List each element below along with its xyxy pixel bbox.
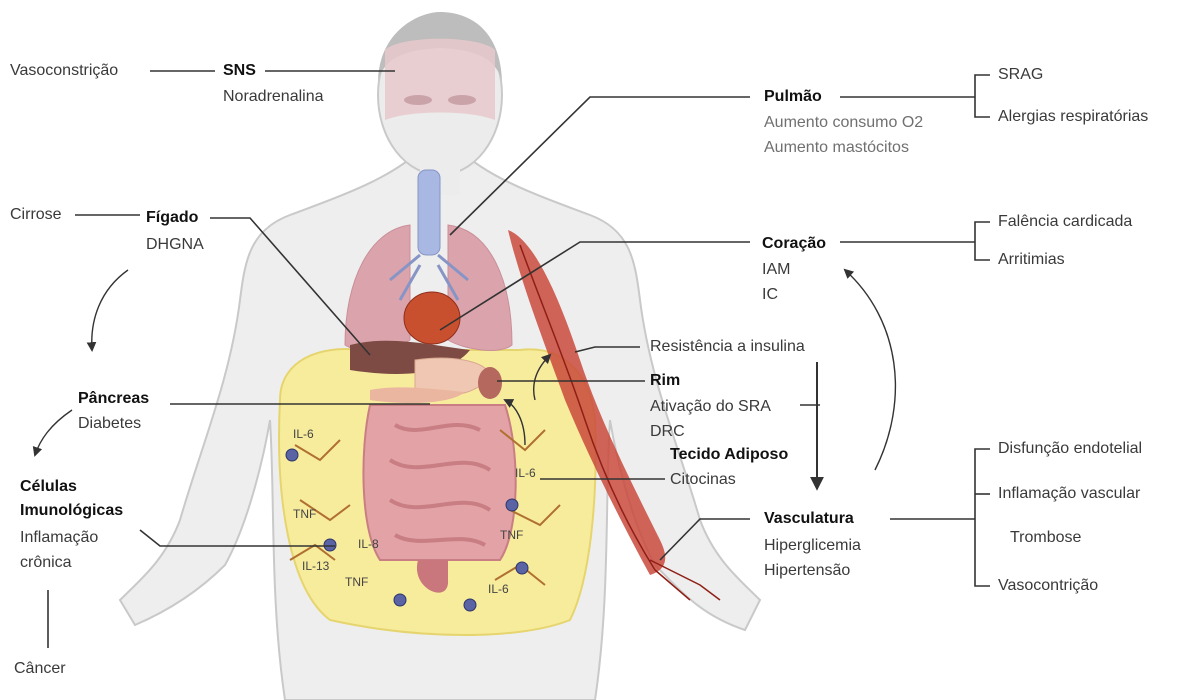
label-cancer: Câncer <box>14 658 66 680</box>
label-sns-title: SNS <box>223 60 256 82</box>
label-sns-sub: Noradrenalina <box>223 86 324 108</box>
label-cirrose: Cirrose <box>10 204 62 226</box>
label-vasculatura-title: Vasculatura <box>764 508 854 530</box>
label-trombose: Trombose <box>1010 527 1081 549</box>
label-pulmao-sub2: Aumento mastócitos <box>764 137 909 159</box>
label-vasculatura-sub1: Hiperglicemia <box>764 535 861 557</box>
label-srag: SRAG <box>998 64 1043 86</box>
label-inflamacao-vascular: Inflamação vascular <box>998 483 1140 505</box>
label-disfuncao-endotelial: Disfunção endotelial <box>998 438 1142 460</box>
label-pulmao-title: Pulmão <box>764 86 822 108</box>
label-pulmao-sub1: Aumento consumo O2 <box>764 112 923 134</box>
label-coracao-title: Coração <box>762 233 826 255</box>
label-tecido-adiposo-sub: Citocinas <box>670 469 736 491</box>
label-rim-title: Rim <box>650 370 680 392</box>
label-celulas-title1: Células <box>20 476 77 498</box>
label-arritimias: Arritimias <box>998 249 1065 271</box>
label-celulas-sub2: crônica <box>20 552 72 574</box>
label-celulas-title2: Imunológicas <box>20 500 123 522</box>
label-figado-title: Fígado <box>146 207 198 229</box>
label-vasoconstricao: Vasoconstrição <box>10 60 118 82</box>
label-coracao-sub1: IAM <box>762 259 790 281</box>
label-resistencia-insulina: Resistência a insulina <box>650 336 805 358</box>
label-pancreas-title: Pâncreas <box>78 388 149 410</box>
label-pancreas-sub: Diabetes <box>78 413 141 435</box>
label-figado-sub: DHGNA <box>146 234 204 256</box>
label-alergias: Alergias respiratórias <box>998 106 1148 128</box>
label-coracao-sub2: IC <box>762 284 778 306</box>
label-rim-sub1: Ativação do SRA <box>650 396 771 418</box>
label-falencia: Falência cardicada <box>998 211 1132 233</box>
label-rim-sub2: DRC <box>650 421 685 443</box>
label-celulas-sub1: Inflamação <box>20 527 98 549</box>
label-vasculatura-sub2: Hipertensão <box>764 560 850 582</box>
label-vasocontricao: Vasocontrição <box>998 575 1098 597</box>
label-tecido-adiposo-title: Tecido Adiposo <box>670 444 788 466</box>
